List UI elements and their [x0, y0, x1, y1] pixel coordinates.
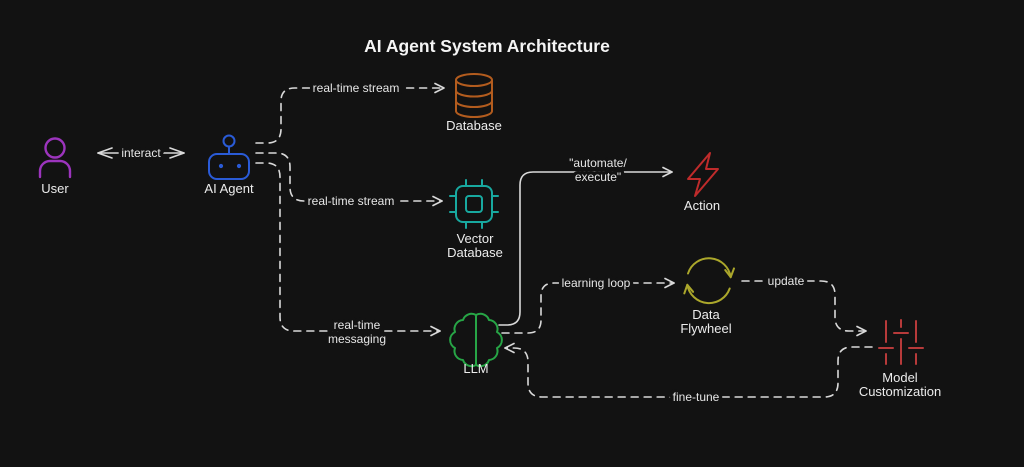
vector-database-label-2: Database: [447, 245, 503, 260]
edge-label-realtime-messaging-1: real-time: [334, 318, 381, 332]
data-flywheel-label-2: Flywheel: [680, 321, 731, 336]
edge-llm-flywheel: [501, 277, 675, 334]
edge-label-learning-loop: learning loop: [562, 276, 631, 290]
model-customization-sliders-icon: [878, 319, 924, 365]
user-label: User: [41, 181, 69, 196]
edge-agent-vector-database: [255, 152, 443, 207]
data-flywheel-label-1: Data: [692, 307, 720, 322]
edge-label-realtime-stream-vdb: real-time stream: [308, 194, 395, 208]
user-icon: [38, 137, 72, 179]
data-flywheel-icon: [683, 257, 735, 305]
edge-label-realtime-messaging-2: messaging: [328, 332, 386, 346]
edge-model-llm-finetune: [504, 342, 873, 398]
model-customization-label-1: Model: [882, 370, 918, 385]
vector-database-icon: [449, 179, 499, 229]
model-customization-label-2: Customization: [859, 384, 941, 399]
edge-flywheel-model: [741, 280, 867, 337]
edges: [97, 82, 873, 398]
action-label: Action: [684, 198, 720, 213]
edge-label-fine-tune: fine-tune: [673, 390, 720, 404]
vector-database-label-1: Vector: [457, 231, 495, 246]
edge-label-update: update: [768, 274, 805, 288]
database-label: Database: [446, 118, 502, 133]
ai-agent-icon: [208, 134, 250, 180]
edge-agent-database: [255, 82, 445, 144]
llm-label: LLM: [463, 361, 488, 376]
llm-brain-icon: [449, 312, 503, 368]
database-icon: [455, 73, 493, 118]
edge-llm-action: [498, 166, 673, 326]
edge-label-realtime-stream-db: real-time stream: [313, 81, 400, 95]
diagram-title: AI Agent System Architecture: [364, 36, 610, 56]
edge-agent-llm: [255, 162, 441, 337]
edge-label-automate-2: execute": [575, 170, 621, 184]
edge-label-interact: interact: [121, 146, 161, 160]
edge-label-automate-1: "automate/: [569, 156, 627, 170]
action-bolt-icon: [687, 152, 719, 197]
ai-agent-label: AI Agent: [204, 181, 254, 196]
